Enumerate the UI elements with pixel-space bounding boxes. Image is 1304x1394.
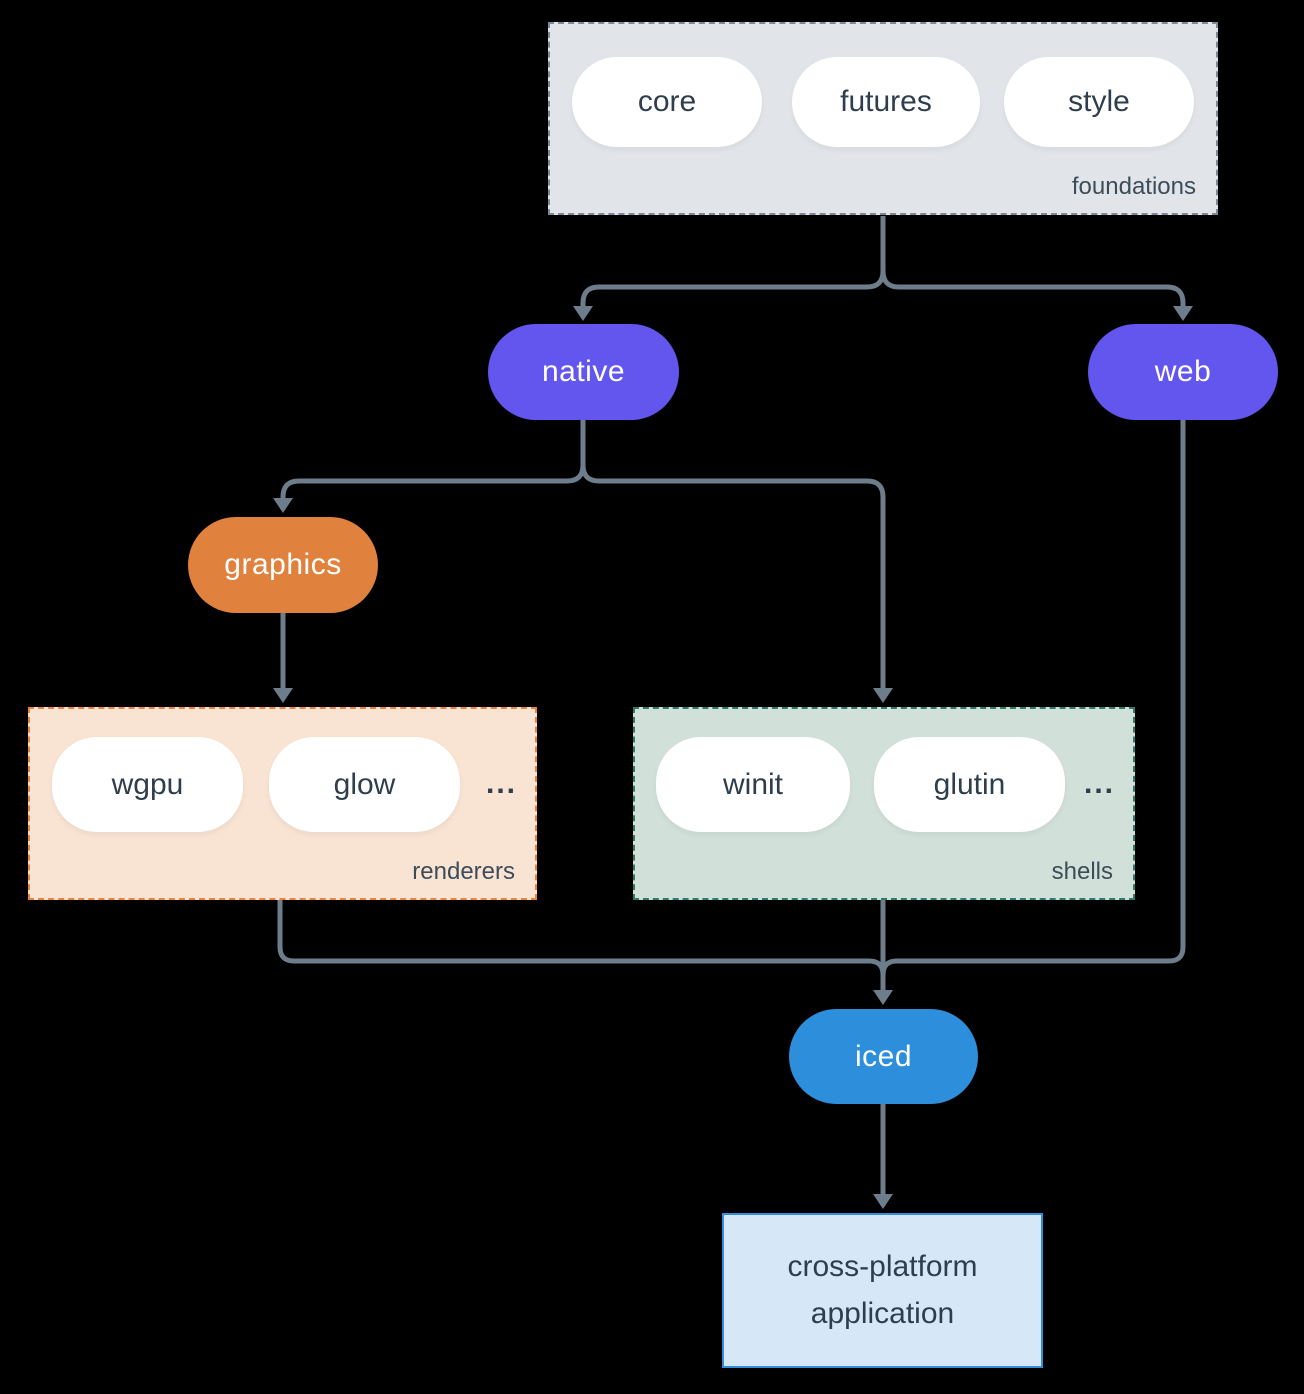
- crate-pill-futures: futures: [792, 57, 980, 147]
- arrowhead-native: [573, 306, 593, 321]
- crate-pill-style: style: [1004, 57, 1194, 147]
- arrowhead-iced: [873, 990, 893, 1005]
- renderers-group-label: renderers: [412, 858, 515, 885]
- web-node: web: [1088, 324, 1278, 420]
- foundations-group: core futures style foundations: [548, 22, 1218, 215]
- renderers-ellipsis: ...: [485, 767, 517, 800]
- crate-pill-glow: glow: [269, 737, 460, 832]
- shells-group: winit glutin ... shells: [633, 707, 1135, 900]
- renderers-group: wgpu glow ... renderers: [28, 707, 537, 900]
- edge-native-to-shells: [580, 464, 886, 688]
- crate-pill-core: core: [572, 57, 762, 147]
- application-label-line2: application: [810, 1296, 955, 1330]
- edge-foundations-to-web: [880, 216, 1186, 306]
- native-node: native: [488, 324, 679, 420]
- edge-foundations-to-native: [580, 216, 886, 306]
- application-label-line1: cross-platform: [787, 1250, 978, 1283]
- graphics-node: graphics: [188, 517, 378, 613]
- iced-node: iced: [789, 1009, 978, 1104]
- arrowhead-web: [1173, 306, 1193, 321]
- edge-renderers-to-iced: [277, 899, 886, 976]
- edge-native-to-graphics: [280, 419, 586, 498]
- shells-group-label: shells: [1051, 858, 1113, 885]
- arrowhead-shells: [873, 688, 893, 703]
- arrowhead-application: [873, 1194, 893, 1209]
- shells-ellipsis: ...: [1083, 767, 1115, 800]
- crate-pill-glutin: glutin: [874, 737, 1065, 832]
- crate-pill-wgpu: wgpu: [52, 737, 243, 832]
- application-node: cross-platform application: [722, 1213, 1043, 1368]
- arrowhead-graphics: [273, 498, 293, 513]
- crate-pill-winit: winit: [656, 737, 850, 832]
- arrowhead-renderers: [273, 688, 293, 703]
- foundations-group-label: foundations: [1071, 173, 1196, 200]
